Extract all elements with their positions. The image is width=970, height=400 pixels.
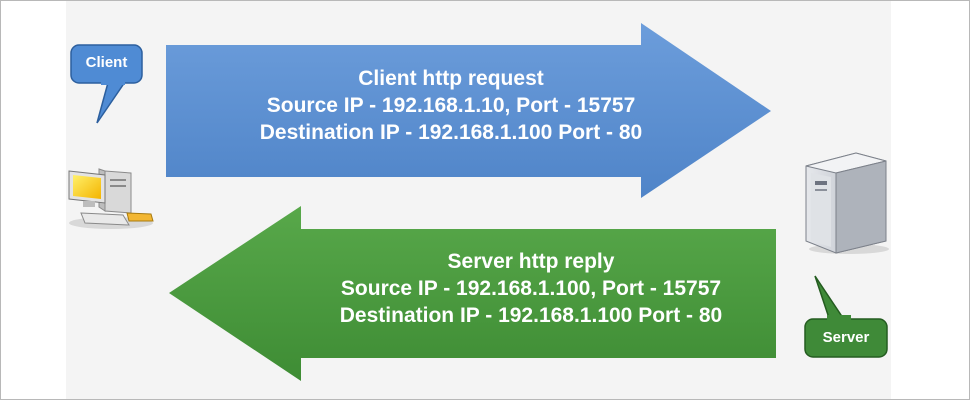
request-source: Source IP - 192.168.1.10, Port - 15757 bbox=[266, 94, 636, 117]
reply-source: Source IP - 192.168.1.100, Port - 15757 bbox=[340, 277, 722, 300]
desktop-computer-icon bbox=[68, 168, 154, 229]
reply-title: Server http reply bbox=[447, 250, 615, 273]
server-label: Server bbox=[822, 329, 870, 346]
reply-arrow-text: Server http reply Source IP - 192.168.1.… bbox=[251, 248, 811, 329]
reply-arrow bbox=[169, 206, 776, 381]
request-destination: Destination IP - 192.168.1.100 Port - 80 bbox=[259, 121, 643, 144]
client-speech-bubble bbox=[70, 44, 143, 124]
server-tower-icon bbox=[805, 152, 889, 254]
server-speech-bubble bbox=[804, 275, 888, 358]
request-arrow-text: Client http request Source IP - 192.168.… bbox=[171, 65, 731, 146]
request-arrow bbox=[166, 23, 771, 198]
reply-destination: Destination IP - 192.168.1.100 Port - 80 bbox=[339, 304, 723, 327]
client-label: Client bbox=[85, 54, 128, 71]
request-title: Client http request bbox=[358, 67, 544, 90]
